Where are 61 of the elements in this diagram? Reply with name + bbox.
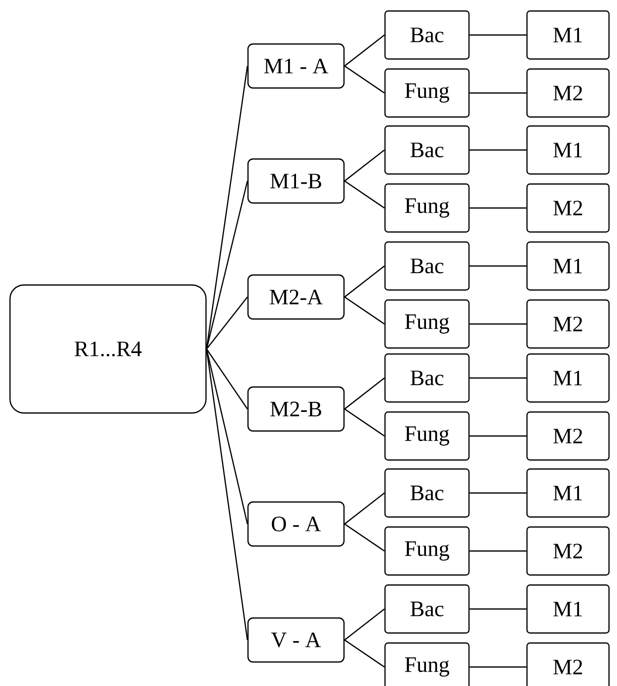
- connector-line: [344, 608, 385, 640]
- connector-line: [344, 296, 385, 324]
- connector-line: [344, 640, 385, 668]
- leaf-box: M2: [526, 411, 610, 461]
- connector-line: [470, 207, 526, 209]
- connector-line: [344, 34, 385, 66]
- connector-line: [206, 348, 248, 524]
- group-box: M2-A: [247, 274, 345, 320]
- connector-line: [206, 296, 248, 350]
- category-box: Bac: [384, 353, 470, 403]
- connector-line: [344, 524, 385, 552]
- leaf-box: M2: [526, 642, 610, 686]
- group-box: M1 - A: [247, 43, 345, 89]
- leaf-box: M2: [526, 183, 610, 233]
- connector-line: [344, 266, 385, 298]
- group-box: M2-B: [247, 386, 345, 432]
- leaf-box: M1: [526, 353, 610, 403]
- root-box: R1...R4: [9, 284, 207, 414]
- group-box: O - A: [247, 501, 345, 547]
- category-box: Fung: [384, 642, 470, 686]
- category-box: Fung: [384, 68, 470, 118]
- leaf-box: M1: [526, 241, 610, 291]
- category-box: Fung: [384, 183, 470, 233]
- category-box: Fung: [384, 411, 470, 461]
- connector-line: [470, 666, 526, 668]
- connector-line: [470, 323, 526, 325]
- group-box: V - A: [247, 617, 345, 663]
- connector-line: [206, 180, 248, 350]
- connector-line: [470, 92, 526, 94]
- connector-line: [470, 34, 526, 36]
- connector-line: [344, 378, 385, 410]
- leaf-box: M1: [526, 468, 610, 518]
- leaf-box: M2: [526, 299, 610, 349]
- category-box: Bac: [384, 125, 470, 175]
- connector-line: [344, 150, 385, 182]
- connector-line: [470, 492, 526, 494]
- connector-line: [344, 66, 385, 94]
- connector-line: [206, 348, 248, 640]
- category-box: Bac: [384, 241, 470, 291]
- connector-line: [470, 377, 526, 379]
- connector-line: [344, 492, 385, 524]
- leaf-box: M1: [526, 125, 610, 175]
- group-box: M1-B: [247, 158, 345, 204]
- connector-line: [344, 408, 385, 436]
- connector-line: [470, 608, 526, 610]
- leaf-box: M1: [526, 10, 610, 60]
- connector-line: [470, 550, 526, 552]
- connector-line: [206, 66, 248, 350]
- category-box: Fung: [384, 526, 470, 576]
- category-box: Bac: [384, 10, 470, 60]
- category-box: Fung: [384, 299, 470, 349]
- leaf-box: M2: [526, 68, 610, 118]
- connector-line: [470, 435, 526, 437]
- connector-line: [470, 265, 526, 267]
- leaf-box: M2: [526, 526, 610, 576]
- connector-line: [206, 348, 248, 410]
- category-box: Bac: [384, 584, 470, 634]
- connector-line: [470, 149, 526, 151]
- category-box: Bac: [384, 468, 470, 518]
- leaf-box: M1: [526, 584, 610, 634]
- connector-line: [344, 180, 385, 208]
